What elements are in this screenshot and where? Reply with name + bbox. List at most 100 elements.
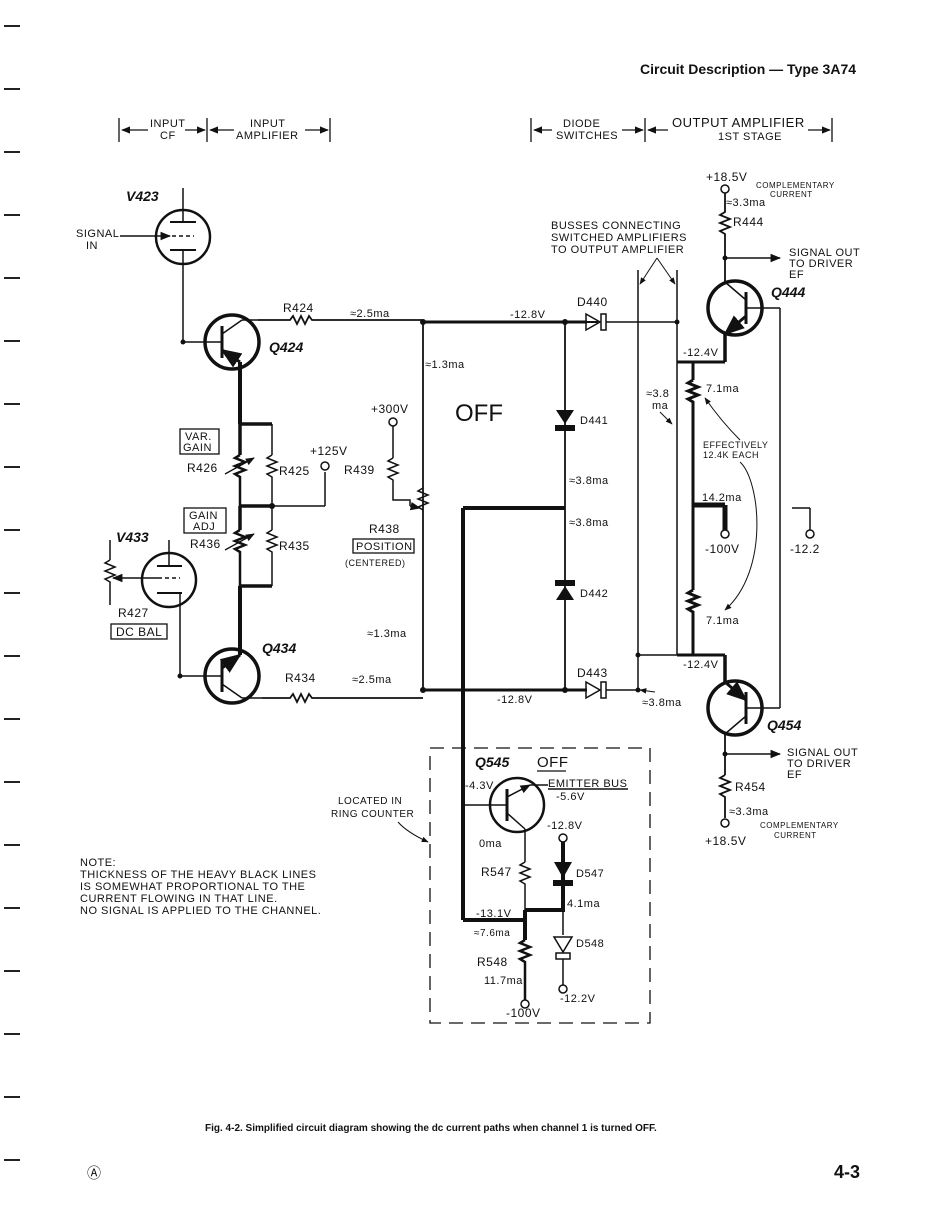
i-7-1-bot: 7.1ma bbox=[706, 615, 739, 627]
v-bus-bot: -12.8V bbox=[497, 694, 533, 706]
d441-label: D441 bbox=[580, 415, 608, 427]
comp-top-2: CURRENT bbox=[770, 190, 813, 199]
margin-tick bbox=[4, 1033, 20, 1035]
transistor-q545 bbox=[463, 776, 548, 862]
off-main-label: OFF bbox=[455, 400, 503, 427]
margin-tick bbox=[4, 214, 20, 216]
v-100-mid: -100V bbox=[705, 542, 740, 556]
i-r434: ≈2.5ma bbox=[352, 674, 392, 686]
section-diode-switches: DIODE SWITCHES bbox=[530, 118, 646, 142]
r439-label: R439 bbox=[344, 463, 375, 477]
i-0: 0ma bbox=[479, 838, 502, 850]
sig-out-top-3: EF bbox=[789, 269, 804, 281]
busses-1: BUSSES CONNECTING bbox=[551, 220, 681, 232]
i-3-8-bus-2: ma bbox=[652, 400, 669, 412]
centered-label: (CENTERED) bbox=[345, 558, 406, 568]
tube-v433 bbox=[118, 540, 206, 679]
page-header: Circuit Description — Type 3A74 bbox=[640, 61, 857, 77]
resistor-r434 bbox=[262, 691, 423, 705]
note-1: NOTE: bbox=[80, 857, 116, 869]
v-12-4-bot: -12.4V bbox=[683, 659, 719, 671]
dc-bal-box: DC BAL bbox=[116, 625, 162, 639]
section-input-amp-1: INPUT bbox=[250, 118, 286, 130]
effectively-1: EFFECTIVELY bbox=[703, 440, 768, 450]
i-3-8-b: ≈3.8ma bbox=[569, 517, 609, 529]
note-3: IS SOMEWHAT PROPORTIONAL TO THE bbox=[80, 881, 305, 893]
note-2: THICKNESS OF THE HEAVY BLACK LINES bbox=[80, 869, 316, 881]
resistor-r547 bbox=[517, 861, 533, 910]
transistor-q454 bbox=[706, 655, 782, 828]
note-4: CURRENT FLOWING IN THAT LINE. bbox=[80, 893, 278, 905]
d548-label: D548 bbox=[576, 938, 604, 950]
i-1-3-top: ≈1.3ma bbox=[425, 359, 465, 371]
transistor-q434 bbox=[203, 647, 262, 705]
sig-out-bot-3: EF bbox=[787, 769, 802, 781]
position-box: POSITION bbox=[356, 541, 413, 553]
v-12-8-q545: -12.8V bbox=[547, 820, 583, 832]
v433-label: V433 bbox=[116, 529, 149, 545]
r426-label: R426 bbox=[187, 461, 218, 475]
v-12-2-right: -12.2 bbox=[790, 542, 820, 556]
r436-label: R436 bbox=[190, 537, 221, 551]
resistor-r426 bbox=[231, 453, 249, 506]
v-12-4-top: -12.4V bbox=[683, 347, 719, 359]
v-bus-top: -12.8V bbox=[510, 309, 546, 321]
d443-label: D443 bbox=[577, 666, 608, 680]
i-r424: ≈2.5ma bbox=[350, 308, 390, 320]
i-7-6: ≈7.6ma bbox=[474, 928, 510, 939]
tube-v423 bbox=[120, 188, 212, 345]
i-4-1: 4.1ma bbox=[567, 898, 600, 910]
section-input-cf: INPUT CF bbox=[118, 118, 208, 142]
resistor-r424 bbox=[258, 313, 423, 327]
r444-label: R444 bbox=[733, 215, 764, 229]
comp-bot-2: CURRENT bbox=[774, 831, 817, 840]
margin-tick bbox=[4, 403, 20, 405]
section-diode-2: SWITCHES bbox=[556, 130, 618, 142]
margin-tick bbox=[4, 466, 20, 468]
i-3-8-a: ≈3.8ma bbox=[569, 475, 609, 487]
transistor-q424 bbox=[203, 313, 261, 424]
resistor-r436 bbox=[231, 528, 249, 586]
margin-tick bbox=[4, 907, 20, 909]
i-7-1-top: 7.1ma bbox=[706, 383, 739, 395]
located-in-1: LOCATED IN bbox=[338, 796, 402, 807]
gain-adj-1: GAIN bbox=[189, 510, 218, 522]
margin-tick bbox=[4, 88, 20, 90]
i-3-3-bot: ≈3.3ma bbox=[729, 806, 769, 818]
margin-tick bbox=[4, 655, 20, 657]
resistor-r435 bbox=[264, 529, 280, 586]
q434-label: Q434 bbox=[262, 640, 296, 656]
i-3-8-bus-1: ≈3.8 bbox=[646, 388, 669, 400]
q444-label: Q444 bbox=[771, 284, 805, 300]
resistor-r439 bbox=[385, 457, 411, 506]
margin-tick bbox=[4, 844, 20, 846]
margin-tick bbox=[4, 970, 20, 972]
note-5: NO SIGNAL IS APPLIED TO THE CHANNEL. bbox=[80, 905, 321, 917]
r434-label: R434 bbox=[285, 671, 316, 685]
signal-in-1: SIGNAL bbox=[76, 228, 119, 240]
v-13-1: -13.1V bbox=[476, 908, 512, 920]
resistor-r427 bbox=[102, 540, 123, 605]
emitter-bus-label: EMITTER BUS bbox=[548, 778, 627, 790]
section-input-cf-1: INPUT bbox=[150, 118, 186, 130]
i-3-3-top: ≈3.3ma bbox=[726, 197, 766, 209]
i-11-7: 11.7ma bbox=[484, 975, 523, 987]
sig-out-top-1: SIGNAL OUT bbox=[789, 247, 860, 259]
busses-3: TO OUTPUT AMPLIFIER bbox=[551, 244, 684, 256]
section-output-2: 1ST STAGE bbox=[718, 131, 782, 143]
comp-top-1: COMPLEMENTARY bbox=[756, 181, 835, 190]
corner-mark: Ⓐ bbox=[87, 1165, 101, 1181]
r425-label: R425 bbox=[279, 464, 310, 478]
section-diode-1: DIODE bbox=[563, 118, 600, 130]
located-in-2: RING COUNTER bbox=[331, 809, 414, 820]
busses-2: SWITCHED AMPLIFIERS bbox=[551, 232, 687, 244]
resistor-emitter-top bbox=[683, 378, 703, 505]
sig-out-top-2: TO DRIVER bbox=[789, 258, 853, 270]
margin-tick bbox=[4, 529, 20, 531]
v-100-bot: -100V bbox=[506, 1006, 541, 1020]
diode-d441 bbox=[555, 410, 575, 431]
q454-label: Q454 bbox=[767, 717, 801, 733]
effectively-2: 12.4K EACH bbox=[703, 450, 759, 460]
r435-label: R435 bbox=[279, 539, 310, 553]
